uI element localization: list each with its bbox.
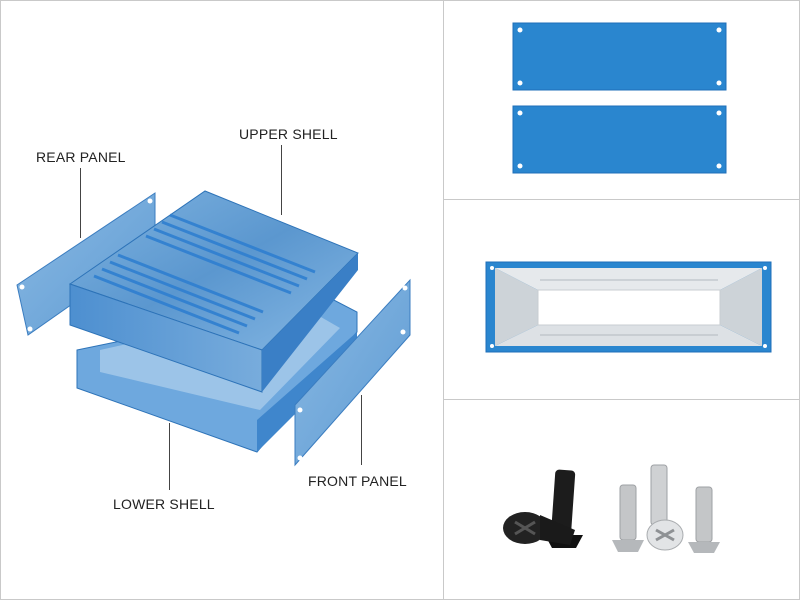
horizontal-divider-bottom bbox=[443, 399, 800, 400]
rear-panel-label: REAR PANEL bbox=[36, 149, 126, 165]
front-panel-leader bbox=[361, 395, 362, 465]
horizontal-divider-top bbox=[443, 199, 800, 200]
exploded-enclosure-illustration bbox=[16, 190, 411, 467]
rear-panel-leader bbox=[80, 168, 81, 238]
upper-shell-leader bbox=[281, 145, 282, 215]
front-panel-part bbox=[294, 278, 411, 467]
upper-shell-part bbox=[68, 190, 359, 393]
vertical-divider bbox=[443, 0, 444, 600]
upper-shell-label: UPPER SHELL bbox=[239, 126, 338, 142]
front-panel-label: FRONT PANEL bbox=[308, 473, 407, 489]
lower-shell-label: LOWER SHELL bbox=[113, 496, 215, 512]
lower-shell-leader bbox=[169, 423, 170, 490]
